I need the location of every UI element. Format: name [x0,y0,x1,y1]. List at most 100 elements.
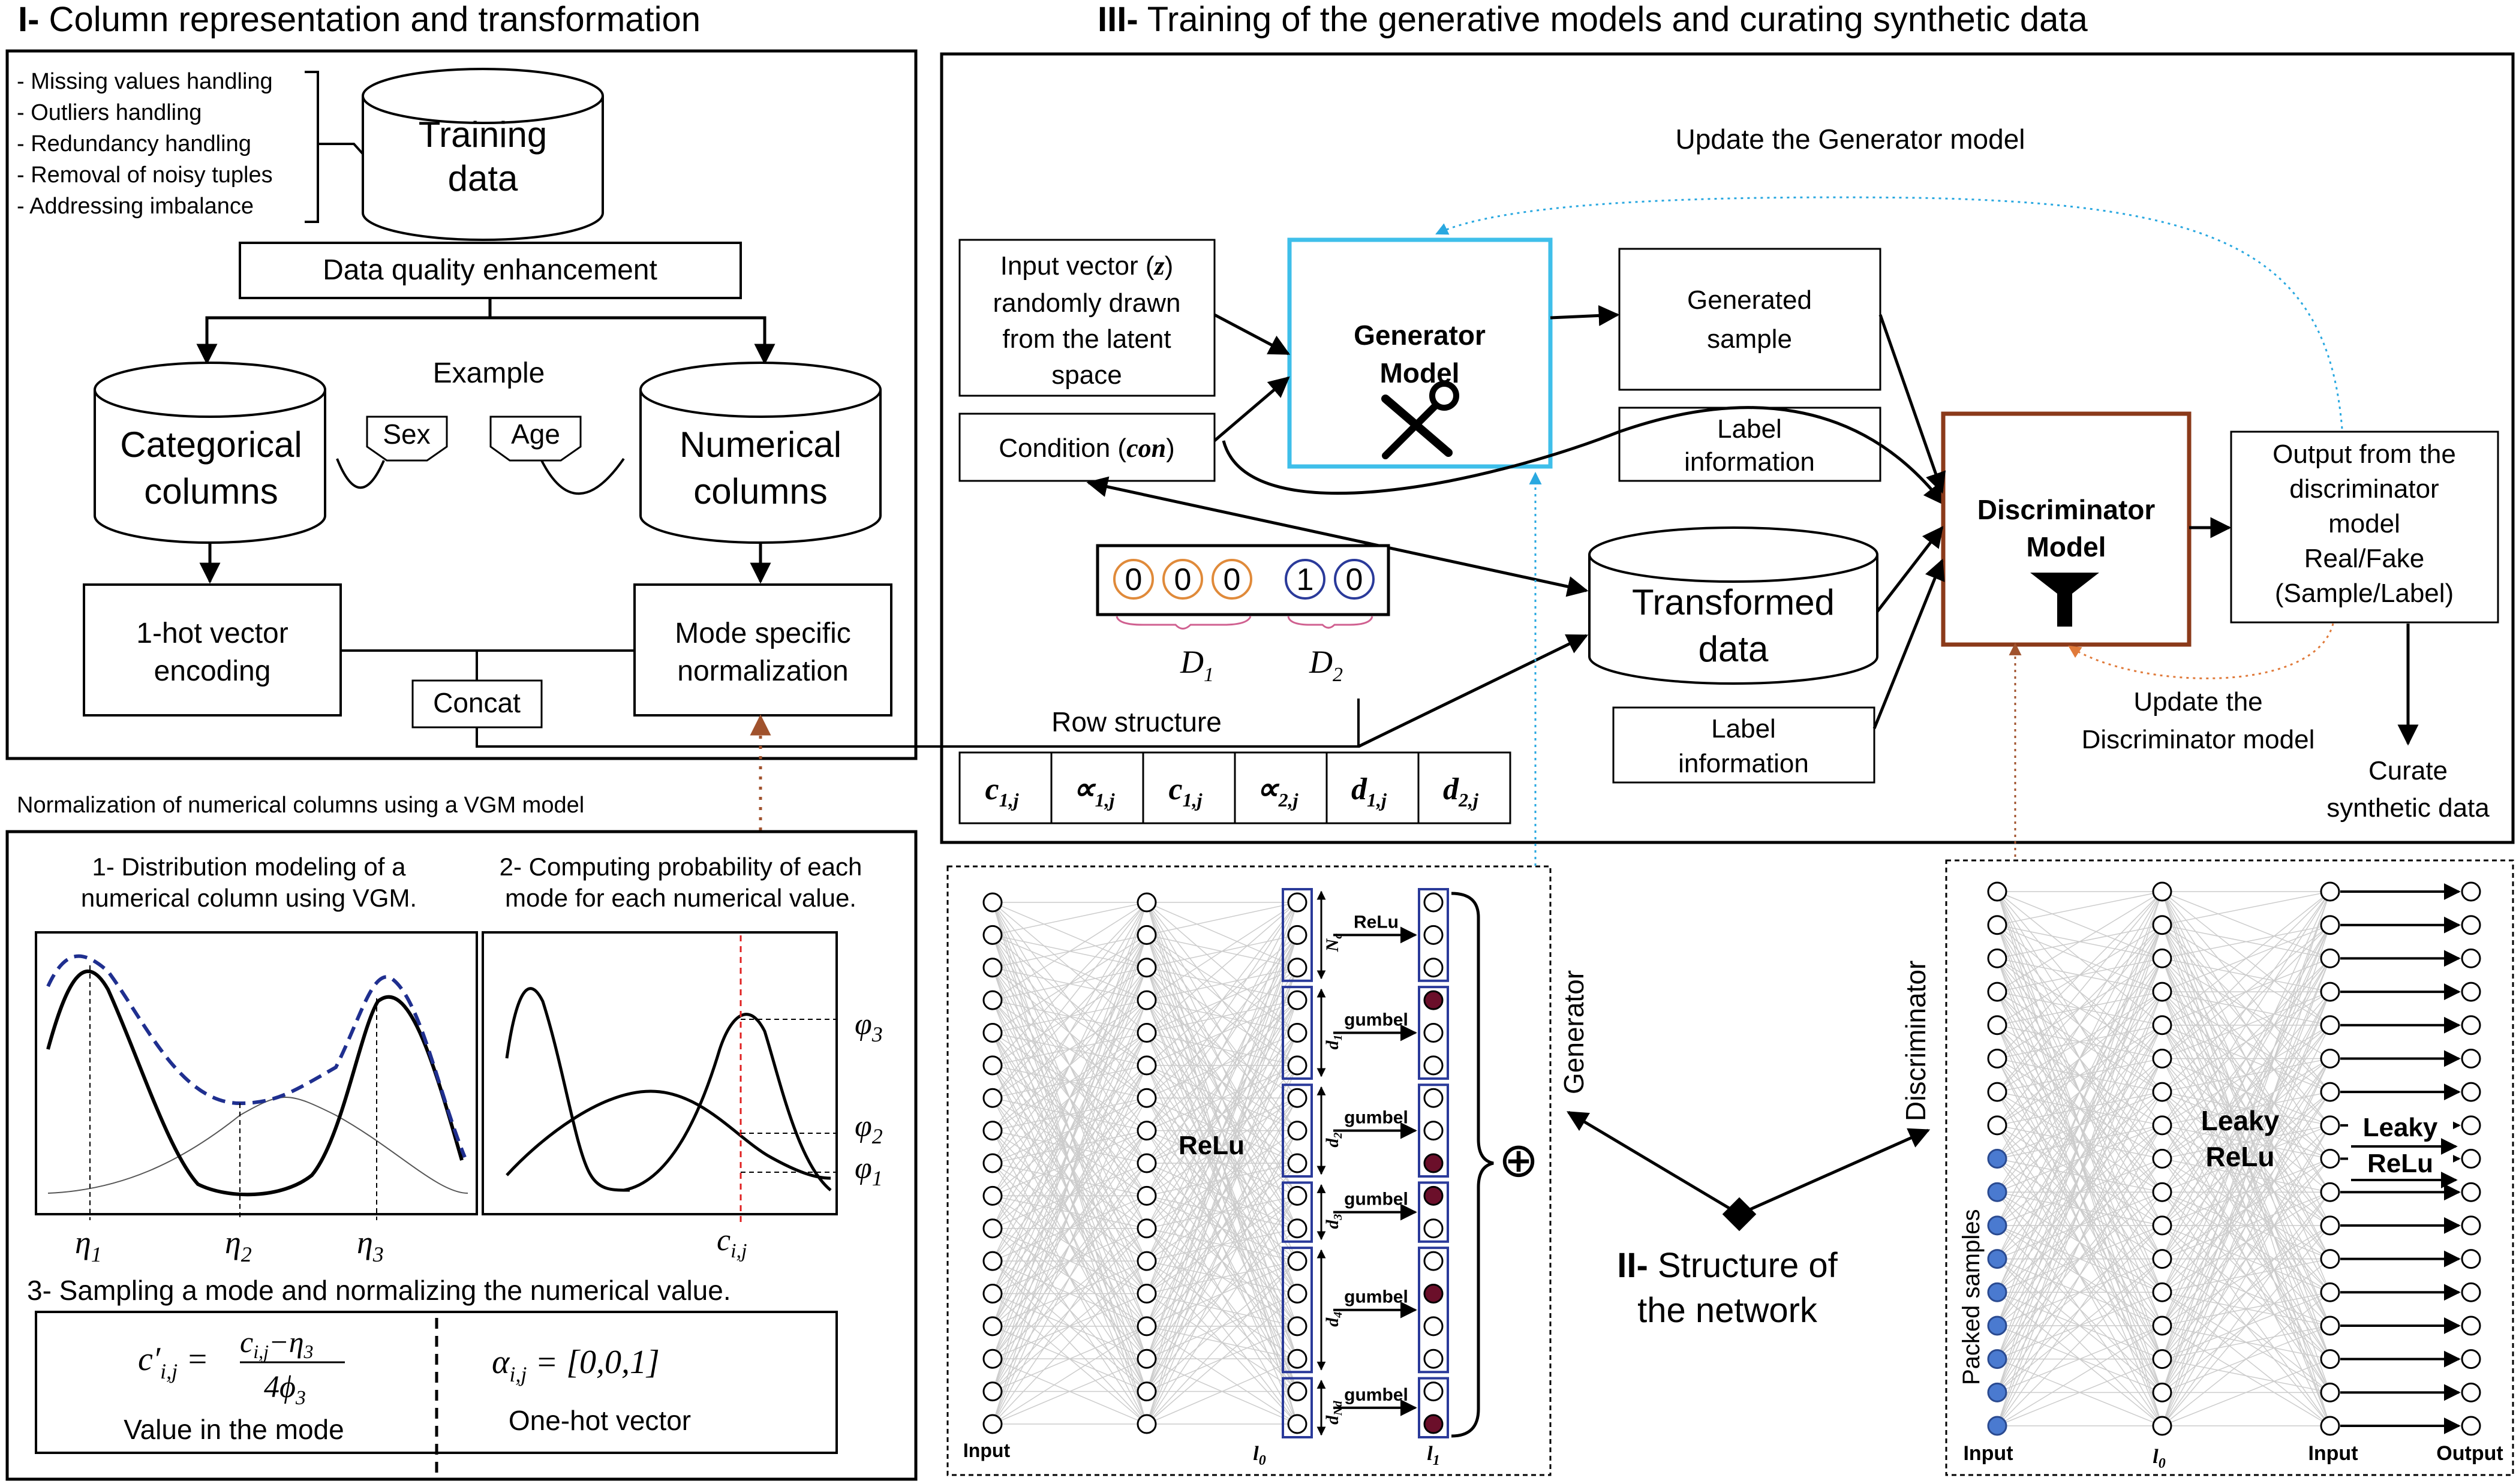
neuron [1287,1251,1307,1271]
neuron [1423,1381,1444,1402]
neuron [2461,948,2481,968]
update-generator-label: Update the Generator model [1675,124,2025,155]
preprocessing-item: - Outliers handling [17,100,202,125]
preprocessing-item: - Addressing imbalance [17,194,254,219]
neuron [2320,1249,2340,1269]
row-structure-symbol: d1,j [1351,772,1387,811]
neuron [1987,1249,2007,1269]
neuron [1287,1185,1307,1206]
neuron [982,1251,1003,1271]
svg-text:from the latent: from the latent [1002,324,1171,354]
wrench-screwdriver-icon [1381,381,1459,459]
neuron [1423,1218,1444,1239]
neuron [2461,1015,2481,1036]
svg-text:encoding: encoding [154,655,271,687]
neuron [1287,1414,1307,1434]
neuron [1987,1115,2007,1136]
svg-text:discriminator: discriminator [2289,474,2439,504]
row-structure-cell [1417,751,1511,824]
neuron [2461,915,2481,935]
neuron [1987,1182,2007,1202]
neuron [982,1218,1003,1239]
activation-label: gumbel [1344,1010,1408,1030]
svg-text:1- Distribution modeling of a: 1- Distribution modeling of a [92,853,407,881]
svg-text:Discriminator: Discriminator [1977,494,2156,525]
neuron [1137,1348,1157,1369]
neuron [982,1284,1003,1304]
neuron [1287,1284,1307,1304]
svg-text:0: 0 [1346,562,1363,597]
neuron [1137,925,1157,945]
neuron [2320,1316,2340,1336]
neuron [2461,1048,2481,1068]
mode-specific-normalization-box [633,583,892,717]
eta2: η2 [225,1224,252,1266]
step3-label: 3- Sampling a mode and normalizing the n… [27,1275,731,1306]
neuron [982,1023,1003,1043]
neuron [1423,1284,1444,1304]
neuron [2320,881,2340,902]
oplus-symbol: ⊕ [1498,1133,1538,1187]
neuron [1987,1149,2007,1169]
neuron [2320,948,2340,968]
group-label: d4 [1322,1312,1345,1327]
neuron [2152,1382,2172,1402]
svg-text:Categorical: Categorical [120,425,302,465]
onehot-encoding-box [83,583,342,717]
neuron [1423,1316,1444,1336]
neuron [1987,1048,2007,1068]
svg-text:2- Computing probability of ea: 2- Computing probability of each [500,853,862,881]
neuron [2461,1215,2481,1236]
svg-text:1: 1 [1297,562,1314,597]
neuron [2461,1416,2481,1436]
activation-label: gumbel [1344,1287,1408,1307]
structure-connector [1566,1110,1931,1232]
eta1: η1 [75,1224,102,1266]
neuron [1137,990,1157,1010]
neuron [1287,1055,1307,1076]
dis-input-label: Input [1963,1442,2013,1465]
neuron [982,1316,1003,1336]
svg-text:Generator: Generator [1354,320,1486,351]
neuron [2152,1149,2172,1169]
svg-text:Condition (con): Condition (con) [999,434,1174,463]
svg-text:columns: columns [693,471,827,511]
neuron [2152,1048,2172,1068]
neuron [1423,892,1444,913]
gen-relu-label: ReLu [1179,1131,1245,1160]
neuron [2320,1382,2340,1402]
alpha-formula: αi,j = [0,0,1] [492,1344,660,1386]
svg-text:data: data [1699,629,1769,669]
neuron [1287,1121,1307,1141]
neuron [1987,948,2007,968]
neuron [1287,1316,1307,1336]
neuron [1987,1282,2007,1302]
svg-text:normalization: normalization [677,655,848,687]
neuron [2152,1082,2172,1102]
neuron [1137,1284,1157,1304]
neuron [2152,1316,2172,1336]
neuron [1987,1316,2007,1336]
neuron [982,1185,1003,1206]
leaky-relu-2: Leaky [2363,1113,2438,1142]
neuron [2320,915,2340,935]
section1-title: I- Column representation and transformat… [18,0,701,39]
activation-label: ReLu [1354,912,1399,932]
vgm-plot2-curves [505,935,840,1226]
svg-text:numerical column using VGM.: numerical column using VGM. [81,884,417,912]
onehot-vector-label: One-hot vector [509,1405,691,1436]
neuron [1423,1055,1444,1076]
neuron [1137,1023,1157,1043]
svg-text:c′i,j =: c′i,j = [138,1341,209,1383]
preprocessing-item: - Missing values handling [17,69,273,94]
update-discriminator-label-2: Discriminator model [2082,725,2315,754]
leaky-relu-1: Leaky [2201,1105,2280,1136]
generator-output-brace [1451,892,1494,1438]
condition-box [958,413,1216,482]
svg-text:Output from the: Output from the [2272,440,2456,469]
neuron [1987,1382,2007,1402]
svg-text:Transformed: Transformed [1632,582,1835,622]
update-discriminator-label: Update the [2133,687,2262,717]
leaky-relu-1b: ReLu [2206,1141,2275,1172]
neuron [982,958,1003,978]
